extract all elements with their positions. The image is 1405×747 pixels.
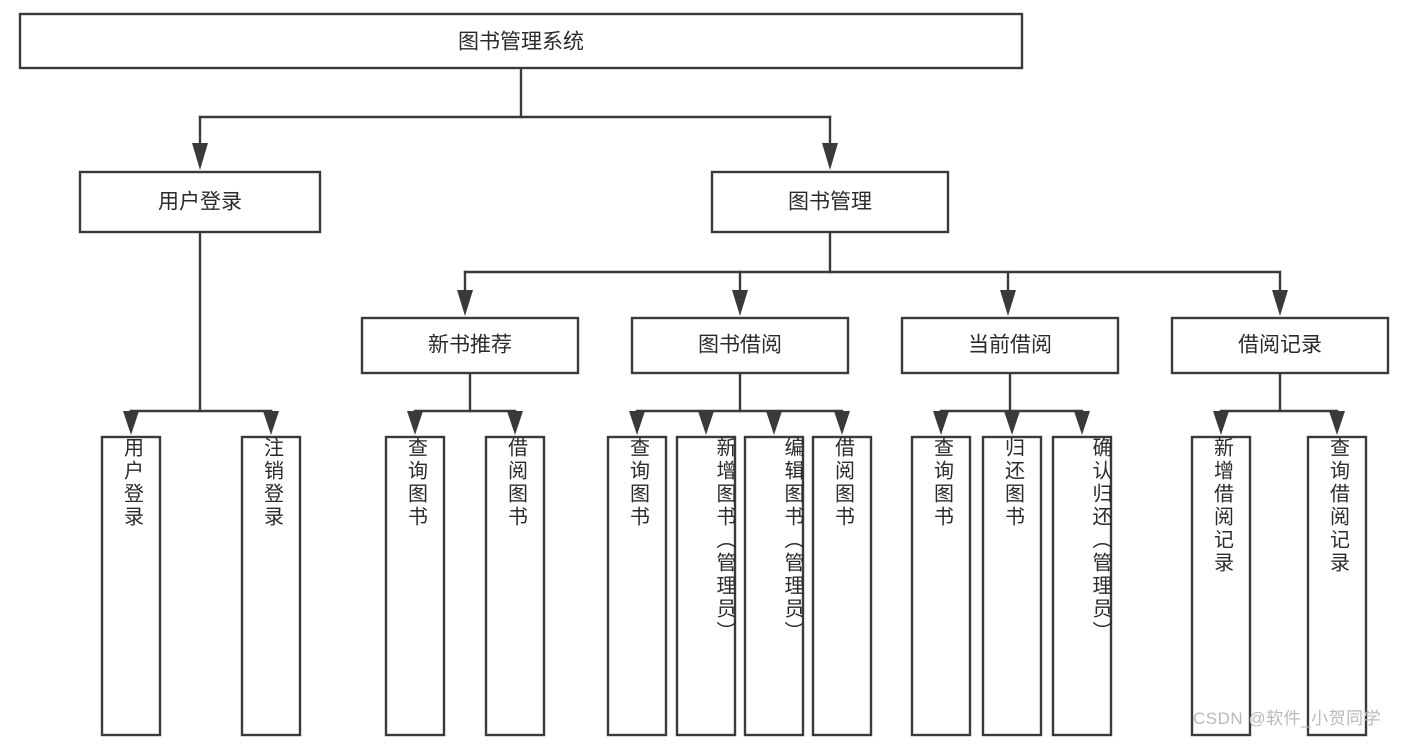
arrow-head-icon xyxy=(834,411,850,435)
connector-group-borrow-record-to-leaves xyxy=(1213,371,1345,435)
arrow-head-icon xyxy=(1000,290,1016,316)
csdn-watermark: CSDN @软件_小贺同学 xyxy=(1193,709,1382,728)
leaf-box-add-borrow-record[interactable] xyxy=(1190,435,1252,737)
arrow-head-icon xyxy=(822,143,838,170)
node-root[interactable]: 图书管理系统 xyxy=(18,12,1024,70)
node-current-borrow-label: 当前借阅 xyxy=(968,334,1052,357)
leaf-box-query-book-recommend[interactable] xyxy=(384,435,446,737)
arrow-head-icon xyxy=(507,411,523,435)
node-new-book-recommend-label: 新书推荐 xyxy=(428,334,512,357)
connector-group-user-login-to-leaves xyxy=(123,230,279,435)
node-book-management-label: 图书管理 xyxy=(788,191,872,214)
arrow-head-icon xyxy=(1329,411,1345,435)
connector-group-book-borrow-to-leaves xyxy=(629,371,850,435)
arrow-head-icon xyxy=(1213,411,1229,435)
leaf-box-query-book-borrow[interactable] xyxy=(606,435,668,737)
node-book-borrow-label: 图书借阅 xyxy=(698,334,782,357)
leaf-box-return-book[interactable] xyxy=(981,435,1043,737)
connector-group-book-management-to-level3 xyxy=(457,230,1288,316)
leaf-box-query-borrow-record[interactable] xyxy=(1306,435,1368,737)
arrow-head-icon xyxy=(732,290,748,316)
arrow-head-icon xyxy=(457,290,473,316)
leaf-box-confirm-return-admin[interactable] xyxy=(1051,435,1113,737)
leaf-box-add-book-admin[interactable] xyxy=(675,435,737,737)
leaf-box-user-login[interactable] xyxy=(100,435,162,737)
leaf-box-logout[interactable] xyxy=(240,435,302,737)
leaf-box-edit-book-admin[interactable] xyxy=(743,435,805,737)
arrow-head-icon xyxy=(1272,290,1288,316)
arrow-head-icon xyxy=(933,411,949,435)
arrow-head-icon xyxy=(192,143,208,170)
node-new-book-recommend[interactable]: 新书推荐 xyxy=(360,316,580,375)
arrow-head-icon xyxy=(407,411,423,435)
arrow-head-icon xyxy=(629,411,645,435)
arrow-head-icon xyxy=(263,411,279,435)
node-book-borrow-box[interactable] xyxy=(630,316,850,375)
arrow-head-icon xyxy=(698,411,714,435)
node-user-login-box[interactable] xyxy=(78,170,322,234)
node-user-login[interactable]: 用户登录 xyxy=(78,170,322,234)
leaf-box-query-book-current[interactable] xyxy=(910,435,972,737)
leaf-box-borrow-book[interactable] xyxy=(811,435,873,737)
node-user-login-label: 用户登录 xyxy=(158,191,242,214)
leaf-boxes xyxy=(100,435,1368,737)
node-new-book-recommend-box[interactable] xyxy=(360,316,580,375)
node-borrow-record[interactable]: 借阅记录 xyxy=(1170,316,1390,375)
node-borrow-record-label: 借阅记录 xyxy=(1238,334,1322,357)
node-book-management-box[interactable] xyxy=(710,170,950,234)
arrow-head-icon xyxy=(766,411,782,435)
connector-group-root-to-level2 xyxy=(192,66,838,170)
node-book-borrow[interactable]: 图书借阅 xyxy=(630,316,850,375)
node-root-label: 图书管理系统 xyxy=(458,31,584,54)
connector-group-current-borrow-to-leaves xyxy=(933,371,1090,435)
node-current-borrow-box[interactable] xyxy=(900,316,1120,375)
node-borrow-record-box[interactable] xyxy=(1170,316,1390,375)
connector-group-new-book-recommend-to-leaves xyxy=(407,371,523,435)
arrow-head-icon xyxy=(123,411,139,435)
node-root-box[interactable] xyxy=(18,12,1024,70)
node-book-management[interactable]: 图书管理 xyxy=(710,170,950,234)
node-current-borrow[interactable]: 当前借阅 xyxy=(900,316,1120,375)
arrow-head-icon xyxy=(1074,411,1090,435)
leaf-box-borrow-book-recommend[interactable] xyxy=(484,435,546,737)
arrow-head-icon xyxy=(1004,411,1020,435)
